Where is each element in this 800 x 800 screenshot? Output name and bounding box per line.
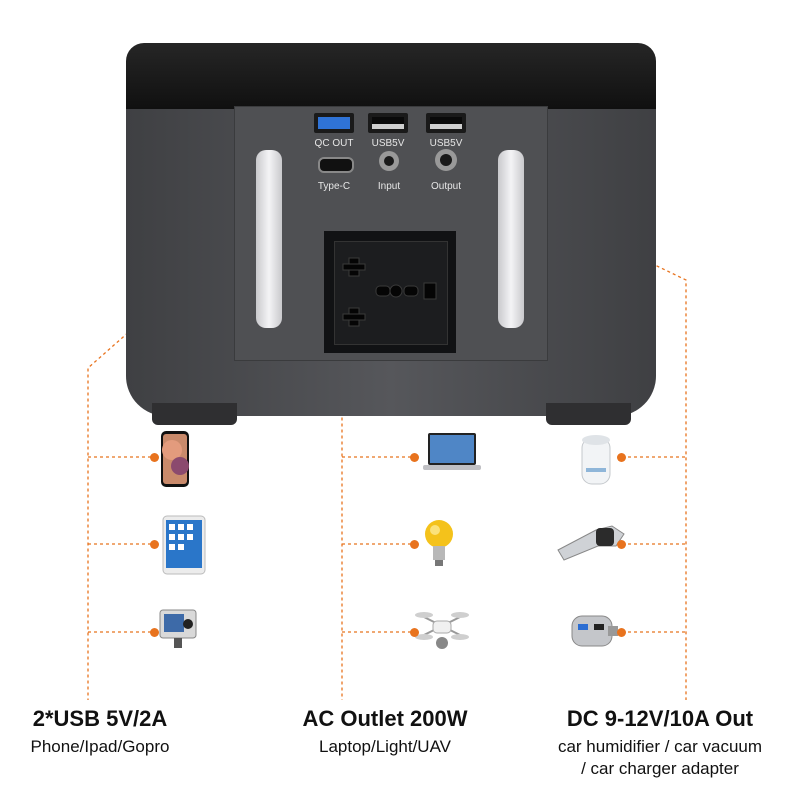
type-c-port: [318, 157, 354, 173]
dot-col1-row1: [150, 453, 159, 462]
usb5v-port-2: [426, 113, 466, 133]
qc-out-label: QC OUT: [314, 138, 354, 149]
right-light-bar: [498, 150, 524, 328]
usb-output-title: 2*USB 5V/2A: [32, 706, 168, 731]
usb-output-subtitle: Phone/Ipad/Gopro: [30, 737, 170, 756]
usb5v-label-1: USB5V: [371, 138, 405, 149]
dc-output-subtitle-line2: / car charger adapter: [581, 759, 739, 778]
car-humidifier-icon: [581, 435, 611, 485]
dot-col3-row3: [617, 628, 626, 637]
dot-col1-row3: [150, 628, 159, 637]
left-foot: [152, 403, 237, 425]
type-c-label: Type-C: [317, 181, 351, 192]
tablet-icon: [162, 515, 206, 575]
right-foot: [546, 403, 631, 425]
dc-output-subtitle-line1: car humidifier / car vacuum: [557, 737, 763, 756]
input-port: [379, 151, 399, 171]
ac-outlet-subtitle: Laptop/Light/UAV: [319, 737, 451, 756]
ac-outlet: [324, 231, 456, 353]
dot-col2-row2: [410, 540, 419, 549]
drone-icon: [415, 612, 469, 649]
dot-col2-row3: [410, 628, 419, 637]
car-charger-adapter-icon: [571, 615, 618, 647]
phone-icon: [161, 431, 189, 487]
light-bulb-icon: [425, 520, 453, 566]
input-label: Input: [377, 181, 401, 192]
ac-outlet-title: AC Outlet 200W: [302, 706, 468, 731]
dot-col2-row1: [410, 453, 419, 462]
qc-out-port: [314, 113, 354, 133]
dot-col3-row2: [617, 540, 626, 549]
dot-col3-row1: [617, 453, 626, 462]
dc-output-title: DC 9-12V/10A Out: [566, 706, 754, 731]
action-camera-icon: [159, 609, 197, 648]
output-port: [435, 149, 457, 171]
dot-col1-row2: [150, 540, 159, 549]
laptop-icon: [423, 433, 481, 470]
power-station: QC OUT USB5V USB5V Type-C Input Output: [126, 43, 656, 428]
output-label: Output: [430, 181, 462, 192]
usb5v-port-1: [368, 113, 408, 133]
left-light-bar: [256, 150, 282, 328]
usb5v-label-2: USB5V: [429, 138, 463, 149]
